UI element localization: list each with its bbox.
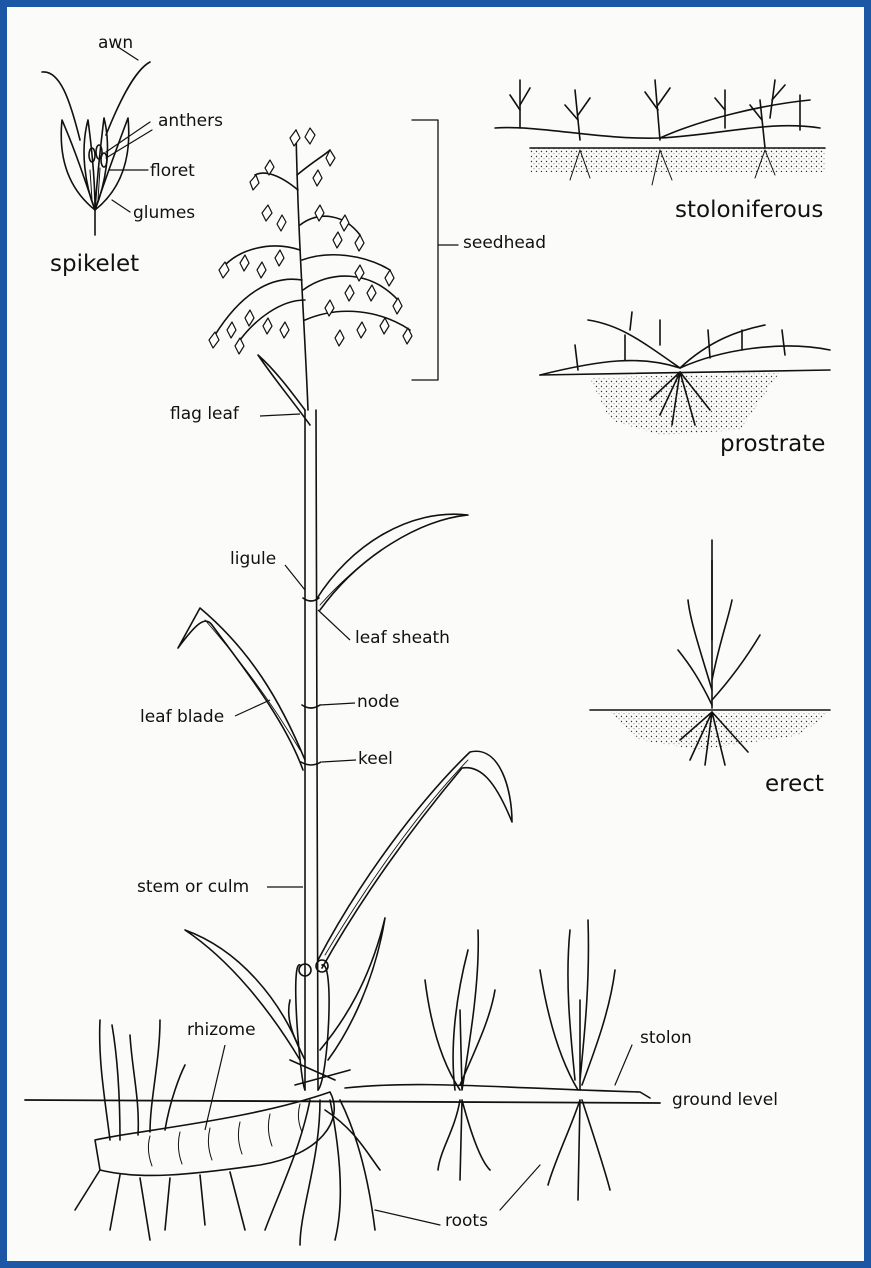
prostrate-drawing bbox=[540, 312, 830, 435]
label-floret: floret bbox=[150, 163, 195, 180]
seedhead-drawing bbox=[209, 120, 458, 410]
label-seedhead: seedhead bbox=[463, 235, 546, 252]
label-awn: awn bbox=[98, 35, 133, 52]
label-leaf-sheath: leaf sheath bbox=[355, 630, 450, 647]
label-node: node bbox=[357, 694, 399, 711]
label-roots: roots bbox=[445, 1213, 488, 1230]
ground-drawing bbox=[25, 920, 660, 1245]
label-keel: keel bbox=[358, 751, 393, 768]
label-ground-level: ground level bbox=[672, 1092, 778, 1109]
erect-drawing bbox=[590, 540, 830, 765]
label-stolon: stolon bbox=[640, 1030, 692, 1047]
label-spikelet: spikelet bbox=[50, 253, 139, 276]
label-anthers: anthers bbox=[158, 113, 223, 130]
label-leaf-blade: leaf blade bbox=[140, 709, 224, 726]
label-prostrate: prostrate bbox=[720, 433, 825, 456]
label-glumes: glumes bbox=[133, 205, 195, 222]
label-stoloniferous: stoloniferous bbox=[675, 199, 823, 222]
label-flag-leaf: flag leaf bbox=[170, 406, 239, 423]
label-ligule: ligule bbox=[230, 551, 276, 568]
label-erect: erect bbox=[765, 773, 824, 796]
label-rhizome: rhizome bbox=[187, 1022, 256, 1039]
stoloniferous-drawing bbox=[495, 80, 825, 185]
label-stem-or-culm: stem or culm bbox=[137, 879, 249, 896]
